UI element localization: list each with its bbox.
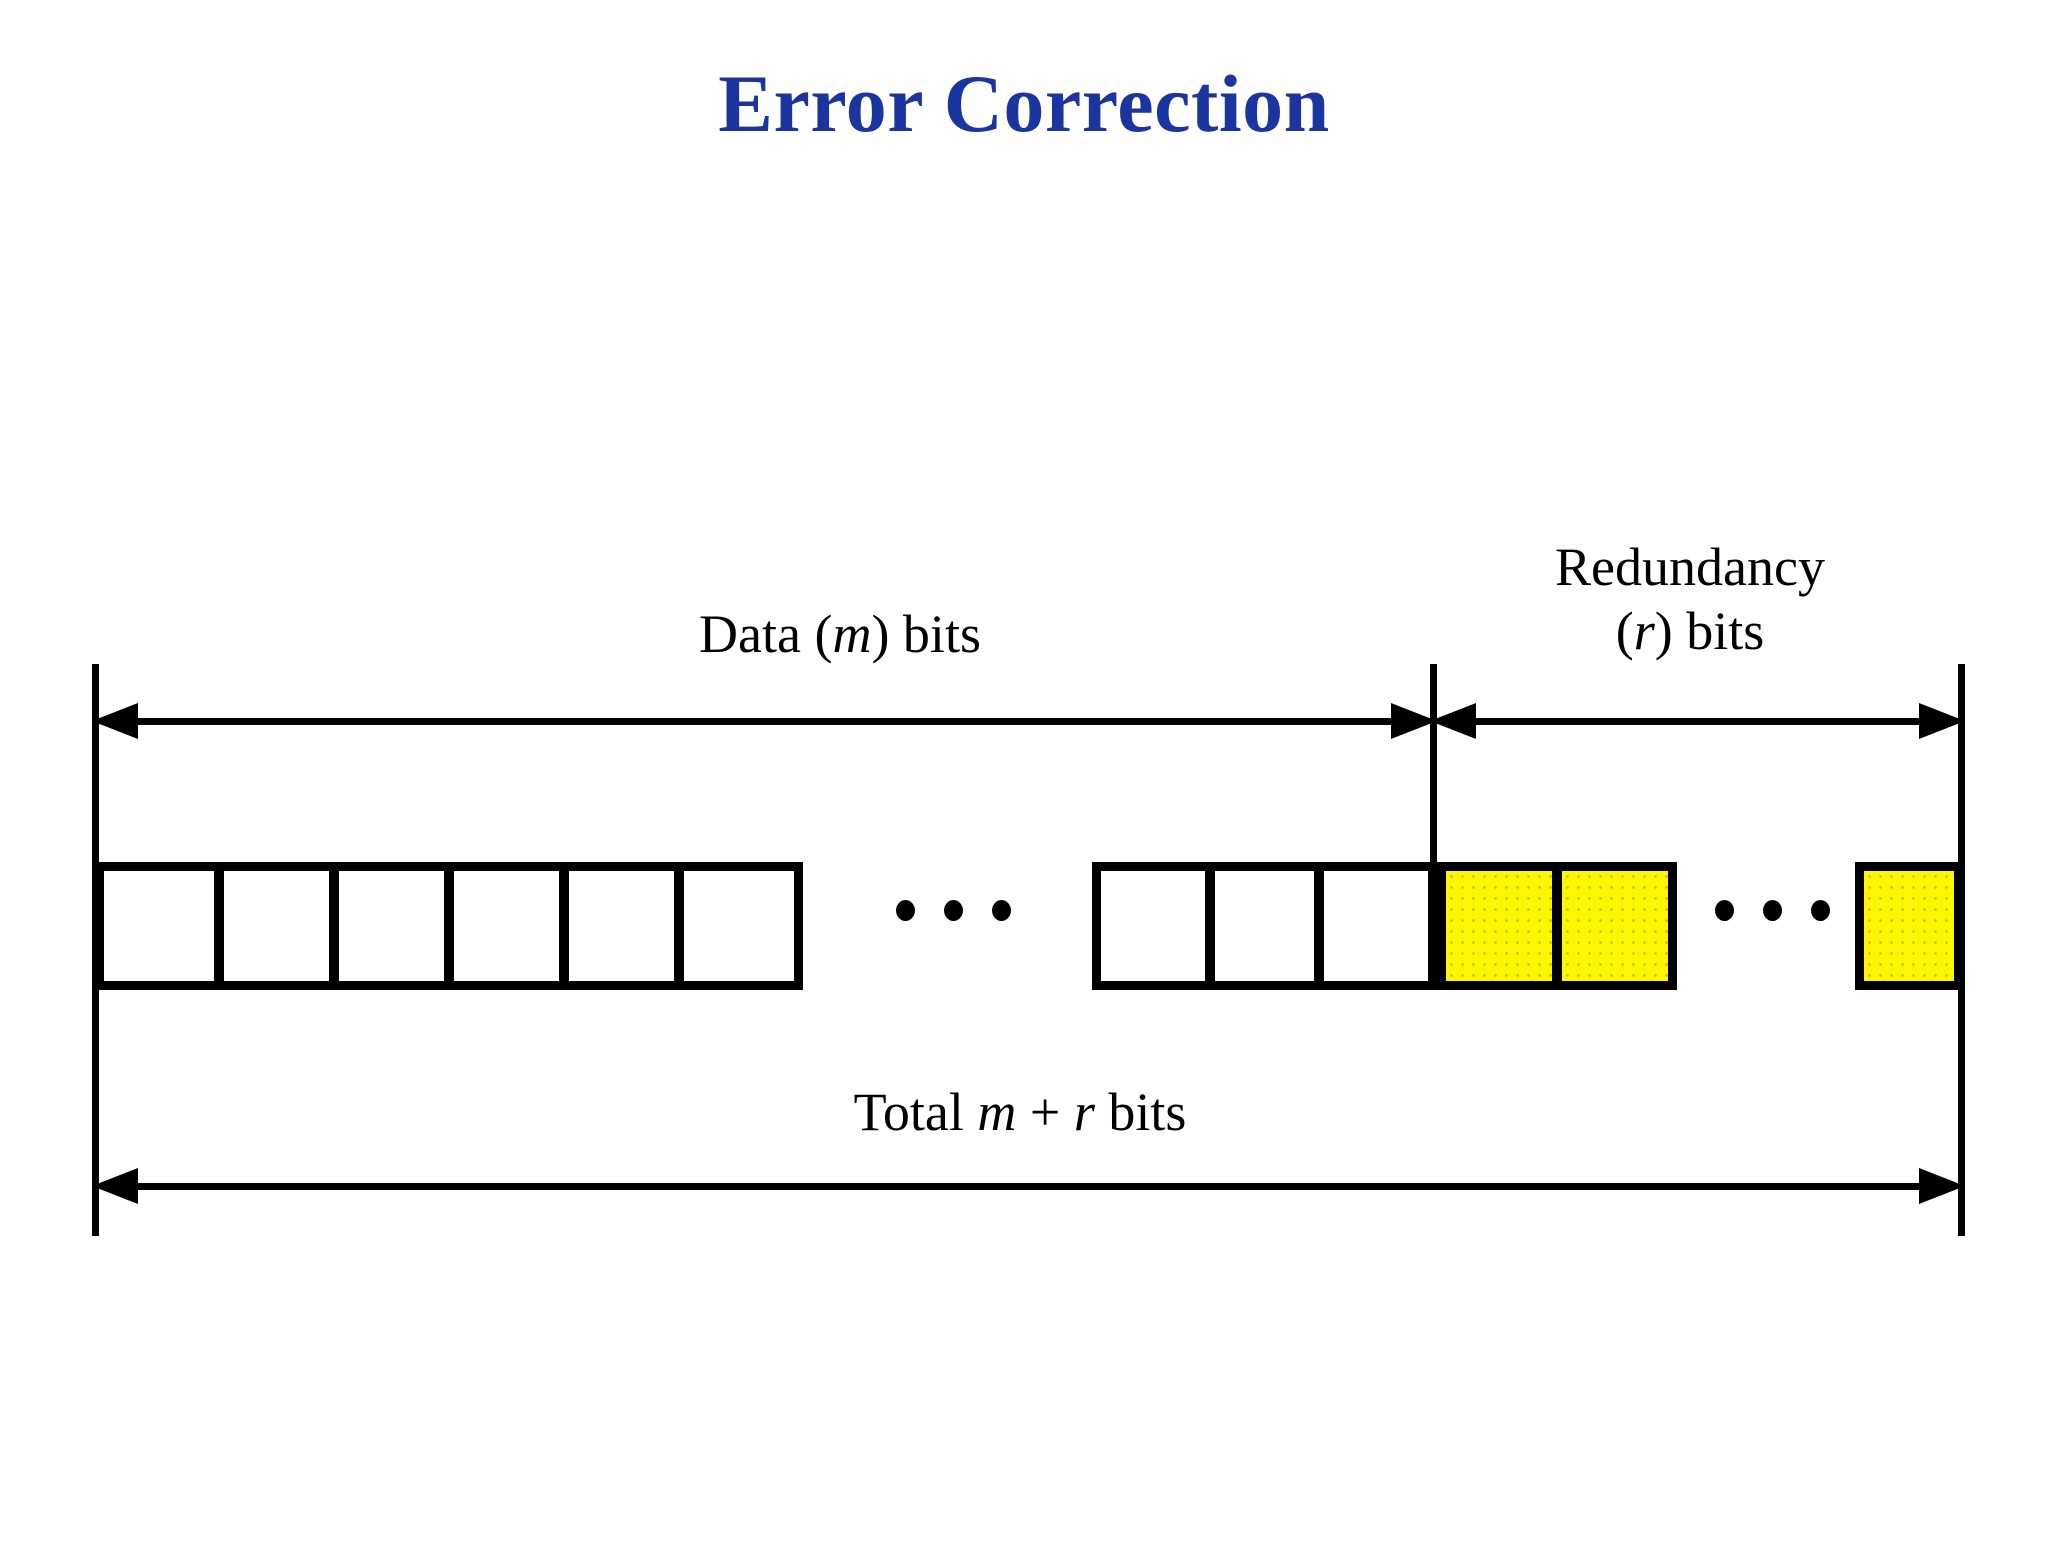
data-label-symbol-m: m (832, 604, 872, 664)
ellipsis-dot (992, 900, 1011, 921)
redundancy-ellipsis (1715, 900, 1830, 921)
ellipsis-dot (896, 900, 915, 921)
total-label-prefix: Total (853, 1082, 978, 1142)
data-bit-cell-group-left (95, 862, 803, 990)
data-bit-cell (1319, 871, 1428, 981)
total-bits-label: Total m + r bits (640, 1080, 1400, 1144)
redundancy-label-prefix: ( (1615, 601, 1634, 661)
data-span-arrow (92, 703, 1437, 739)
arrow-shaft (1474, 718, 1921, 725)
total-label-symbol-r: r (1073, 1082, 1095, 1142)
arrow-left-head-icon (92, 703, 138, 739)
data-redundancy-divider-line (1430, 664, 1437, 870)
data-bit-cell (564, 871, 680, 981)
redundancy-label-line2: (r) bits (1480, 599, 1900, 663)
redundancy-bit-cell (1557, 871, 1668, 981)
redundancy-bit-cell-group-right (1855, 862, 1963, 990)
redundancy-label-symbol-r: r (1633, 601, 1655, 661)
redundancy-bit-cell (1864, 871, 1954, 981)
total-span-arrow (92, 1168, 1965, 1204)
arrow-shaft (136, 1183, 1921, 1190)
data-ellipsis (896, 900, 1011, 921)
redundancy-bit-cell (1446, 871, 1557, 981)
redundancy-bits-label: Redundancy (r) bits (1480, 535, 1900, 663)
arrow-right-head-icon (1919, 1168, 1965, 1204)
redundancy-label-line1: Redundancy (1555, 537, 1825, 597)
data-bit-cell (104, 871, 219, 981)
redundancy-span-arrow (1430, 703, 1965, 739)
data-bit-cell (1101, 871, 1210, 981)
data-label-suffix: ) bits (871, 604, 981, 664)
data-bit-cell (218, 871, 334, 981)
arrow-right-head-icon (1391, 703, 1437, 739)
arrow-shaft (132, 718, 1397, 725)
data-bit-cell-group-right (1092, 862, 1437, 990)
ellipsis-dot (1811, 900, 1830, 921)
arrow-left-head-icon (92, 1168, 138, 1204)
redundancy-label-suffix: ) bits (1654, 601, 1765, 661)
arrow-left-head-icon (1430, 703, 1476, 739)
page-title: Error Correction (718, 58, 1330, 149)
redundancy-bit-cell-group-left (1437, 862, 1677, 990)
ellipsis-dot (1715, 900, 1734, 921)
total-label-symbol-m: m (977, 1082, 1017, 1142)
arrow-right-head-icon (1919, 703, 1965, 739)
data-bit-cell (449, 871, 565, 981)
data-bit-cell (333, 871, 449, 981)
ellipsis-dot (944, 900, 963, 921)
data-bit-cell (679, 871, 794, 981)
data-bits-label: Data (m) bits (500, 602, 1180, 666)
data-label-prefix: Data ( (699, 604, 833, 664)
data-bit-cell (1209, 871, 1320, 981)
total-label-operator: + (1016, 1082, 1074, 1142)
total-label-suffix: bits (1094, 1082, 1187, 1142)
ellipsis-dot (1763, 900, 1782, 921)
